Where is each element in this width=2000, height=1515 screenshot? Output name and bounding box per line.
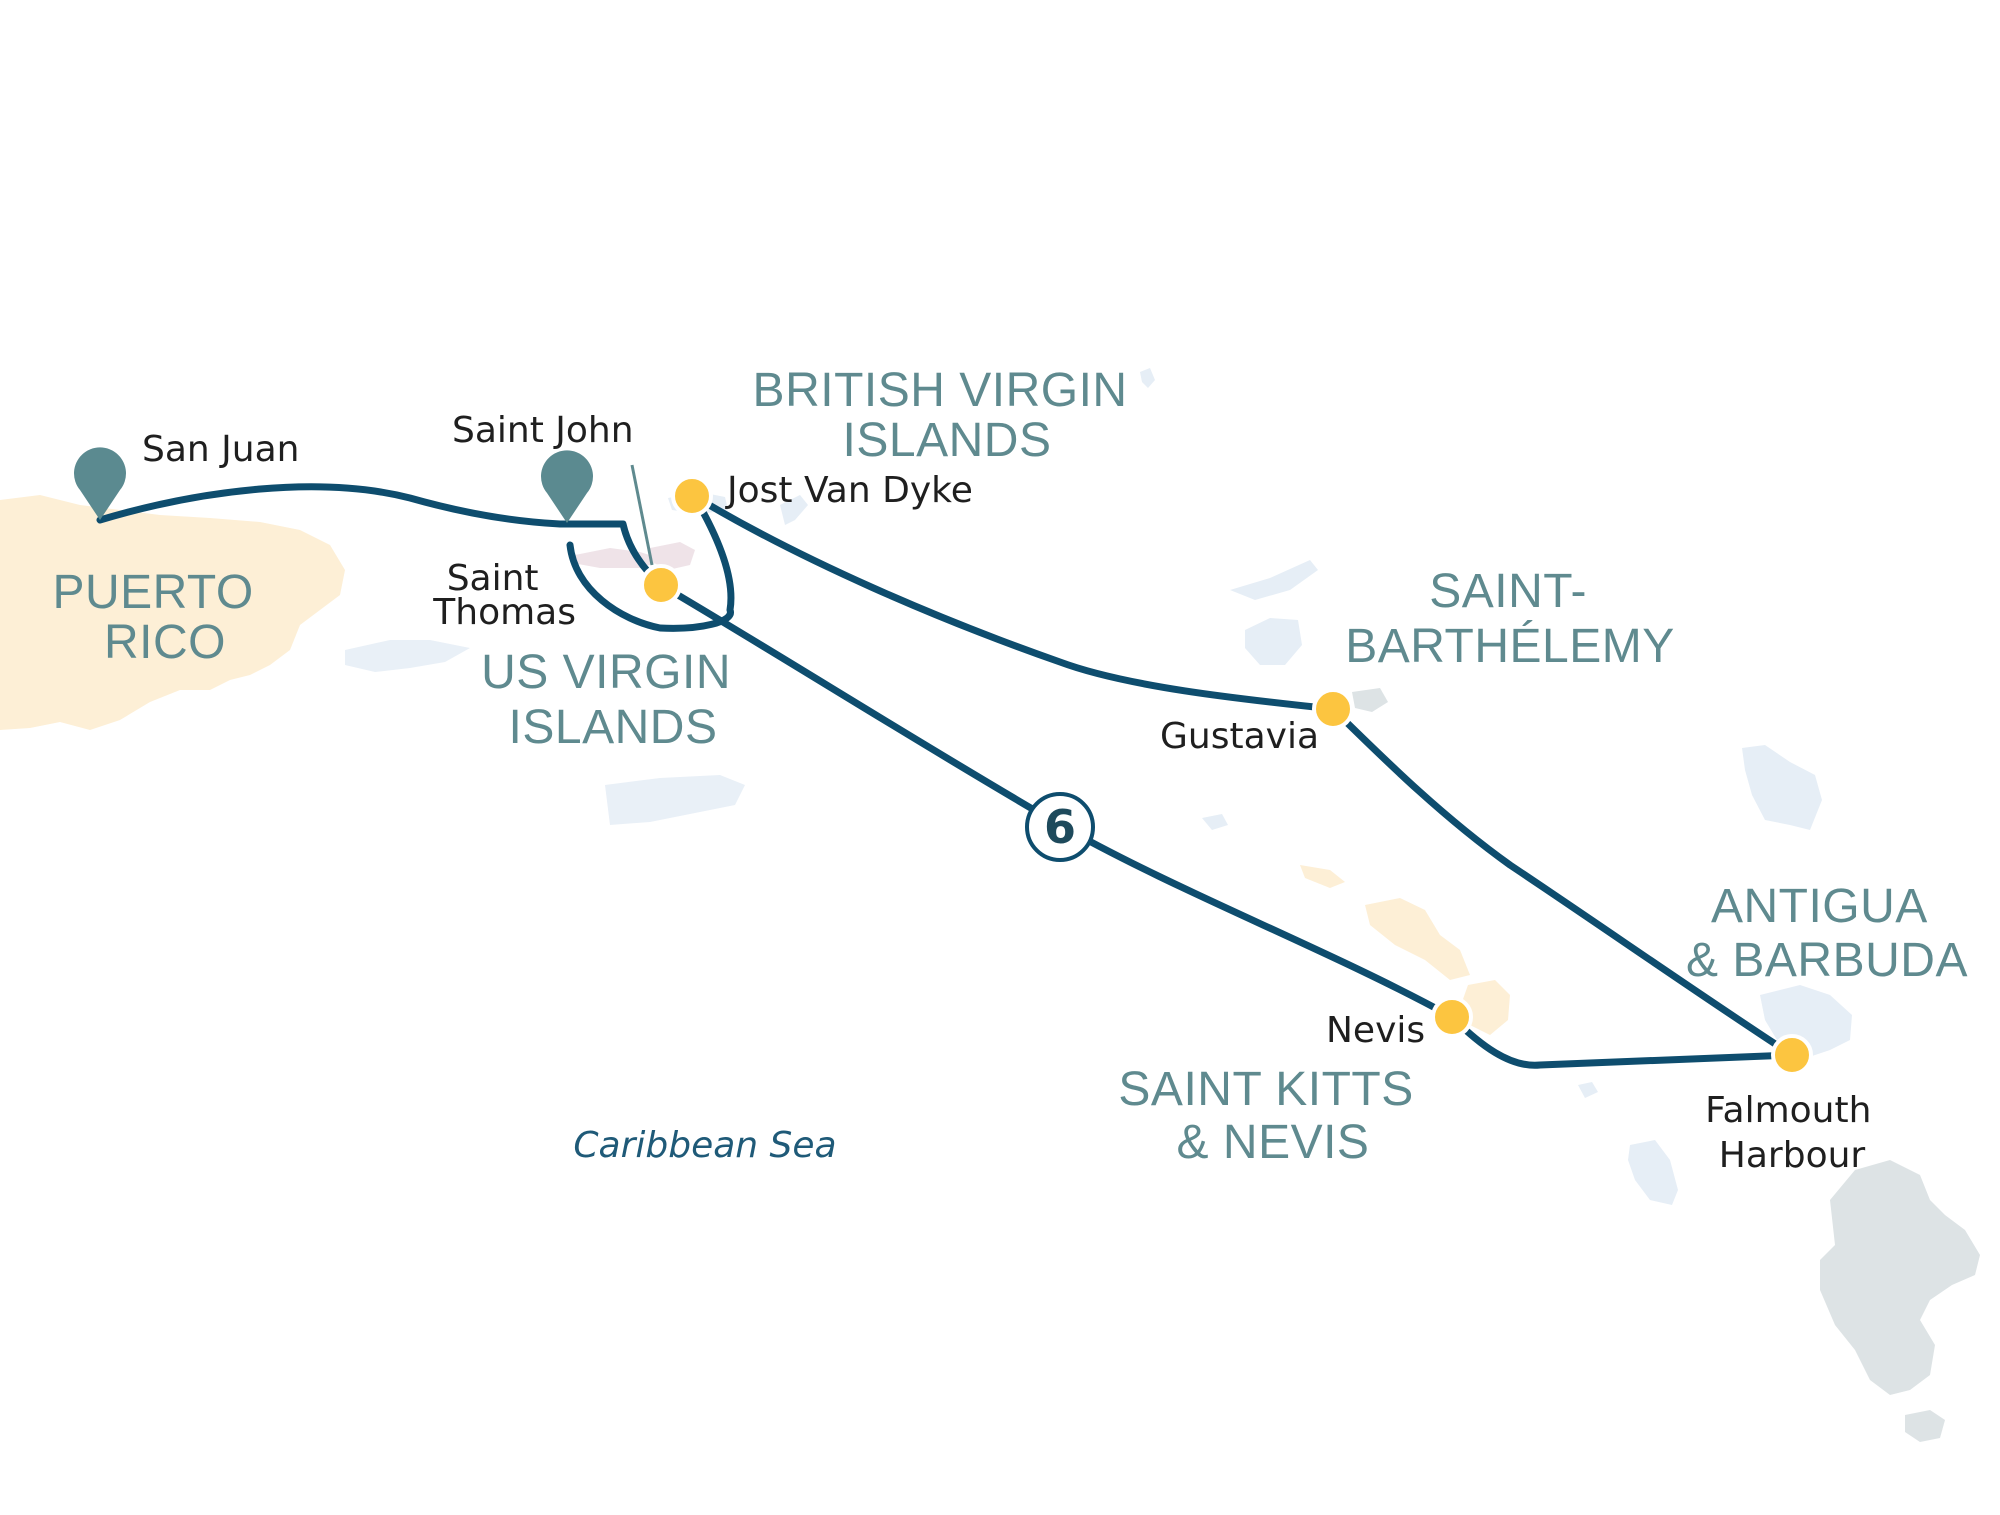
label-saint-thomas: Saint Thomas [432, 558, 576, 633]
land-marie-galante [1905, 1410, 1945, 1442]
land-nevis [1462, 980, 1510, 1035]
land-saint-martin [1245, 618, 1302, 665]
label-nevis: Nevis [1326, 1010, 1425, 1051]
label-saint-kitts-nevis: SAINT KITTS & NEVIS [1118, 1063, 1427, 1169]
land-layer [0, 368, 1980, 1442]
land-anegada [1140, 368, 1155, 388]
port-marker-saint-john [640, 564, 682, 606]
day-badge: 6 [1025, 792, 1095, 862]
pin-saint-thomas [541, 450, 594, 523]
port-markers [640, 475, 1813, 1076]
land-puerto-rico [0, 495, 345, 730]
label-jost-van-dyke: Jost Van Dyke [725, 470, 973, 511]
cruise-route [96, 483, 1796, 1069]
label-us-virgin-islands: US VIRGIN ISLANDS [481, 646, 745, 754]
land-vieques [345, 640, 470, 672]
port-marker-nevis [1431, 996, 1473, 1038]
label-british-virgin-islands: BRITISH VIRGIN ISLANDS [753, 364, 1142, 467]
land-saint-croix [605, 775, 745, 825]
label-falmouth-harbour: Falmouth Harbour [1705, 1090, 1883, 1176]
land-montserrat [1578, 1082, 1598, 1098]
label-saint-barthelemy: SAINT- BARTHÉLEMY [1345, 565, 1675, 673]
land-saba [1202, 814, 1228, 830]
day-badge-circle [1025, 792, 1095, 862]
land-guadeloupe [1820, 1160, 1980, 1395]
land-saint-john [650, 542, 695, 570]
day-badge-number: 6 [1044, 800, 1076, 854]
port-marker-gustavia [1312, 688, 1354, 730]
pin-saint-thomas-icon [541, 450, 594, 523]
port-marker-falmouth-harbour [1771, 1034, 1813, 1076]
route-falmouth-to-gustavia [1329, 705, 1796, 1059]
land-saint-kitts [1365, 898, 1470, 980]
pin-san-juan [74, 447, 127, 520]
saint-john-leader-line [630, 464, 654, 566]
pin-san-juan-icon [74, 447, 127, 520]
land-virgin-gorda [780, 495, 808, 525]
label-san-juan: San Juan [142, 429, 299, 470]
label-puerto-rico: PUERTO RICO [52, 566, 267, 669]
land-anguilla [1230, 560, 1318, 600]
label-saint-john: Saint John [452, 410, 634, 451]
label-caribbean-sea: Caribbean Sea [573, 1125, 836, 1166]
route-san-juan-to-saint-thomas [96, 483, 665, 589]
land-barbuda [1742, 745, 1822, 830]
route-jost-to-gustavia [690, 492, 1337, 713]
route-saint-thomas-loop [566, 492, 735, 632]
land-redonda [1628, 1140, 1678, 1205]
land-saint-barthelemy [1352, 688, 1388, 712]
label-gustavia: Gustavia [1160, 716, 1319, 757]
port-marker-jost-van-dyke [671, 475, 713, 517]
label-antigua-barbuda: ANTIGUA & BARBUDA [1686, 880, 1968, 987]
land-statia [1300, 865, 1345, 888]
